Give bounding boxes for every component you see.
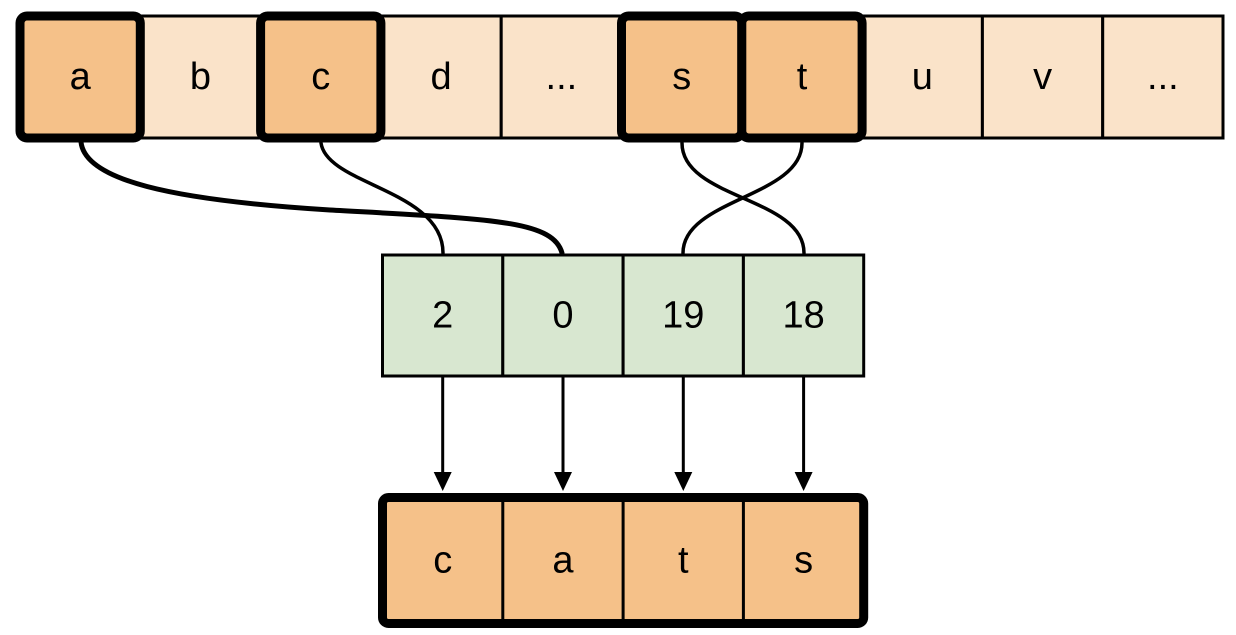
link-c-to-2 (319, 141, 445, 255)
index-cell-18 (741, 253, 866, 378)
alphabet-label-b: b (190, 56, 211, 98)
link-a-to-0 (78, 139, 565, 256)
index-label-18: 18 (782, 295, 824, 337)
alphabet-cell-v (980, 14, 1105, 140)
alphabet-label-ellipsis-2: ... (1147, 56, 1179, 98)
index-label-0: 0 (552, 295, 573, 337)
link-t-to-19 (681, 141, 804, 255)
index-to-word-arrows (433, 377, 813, 491)
index-cell-2 (381, 253, 505, 378)
index-label-19: 19 (662, 295, 704, 337)
arrowhead-2-to-c (433, 472, 452, 491)
alphabet-cell-t-highlighted (737, 11, 867, 143)
letter-to-index-links (78, 139, 806, 256)
alphabet-label-d: d (431, 56, 452, 98)
word-row: c a t s (378, 493, 869, 628)
alphabet-cell-ellipsis-1 (499, 14, 624, 140)
index-cell-19 (621, 253, 745, 378)
alphabet-label-u: u (912, 56, 933, 98)
arrowhead-18-to-s (794, 472, 813, 491)
alphabet-label-ellipsis-1: ... (546, 56, 578, 98)
alphabet-label-s: s (672, 56, 691, 98)
arrowhead-19-to-t (674, 472, 693, 491)
alphabet-label-c: c (311, 56, 330, 98)
word-label-a: a (552, 540, 574, 582)
index-label-2: 2 (432, 295, 453, 337)
alphabet-row: a b c d ... s t u v ... (15, 11, 1225, 143)
alphabet-label-t: t (797, 56, 808, 98)
index-row: 2 0 19 18 (381, 253, 866, 378)
arrowhead-0-to-a (554, 472, 572, 491)
alphabet-cell-c-highlighted (256, 11, 386, 143)
word-label-t: t (678, 540, 689, 582)
alphabet-cell-d (379, 14, 503, 140)
word-label-s: s (794, 540, 813, 582)
alphabet-label-a: a (70, 56, 92, 98)
alphabet-cell-ellipsis-2 (1101, 14, 1225, 140)
alphabet-cell-a-highlighted (15, 11, 145, 143)
alphabet-label-v: v (1033, 56, 1052, 98)
word-label-c: c (433, 540, 452, 582)
